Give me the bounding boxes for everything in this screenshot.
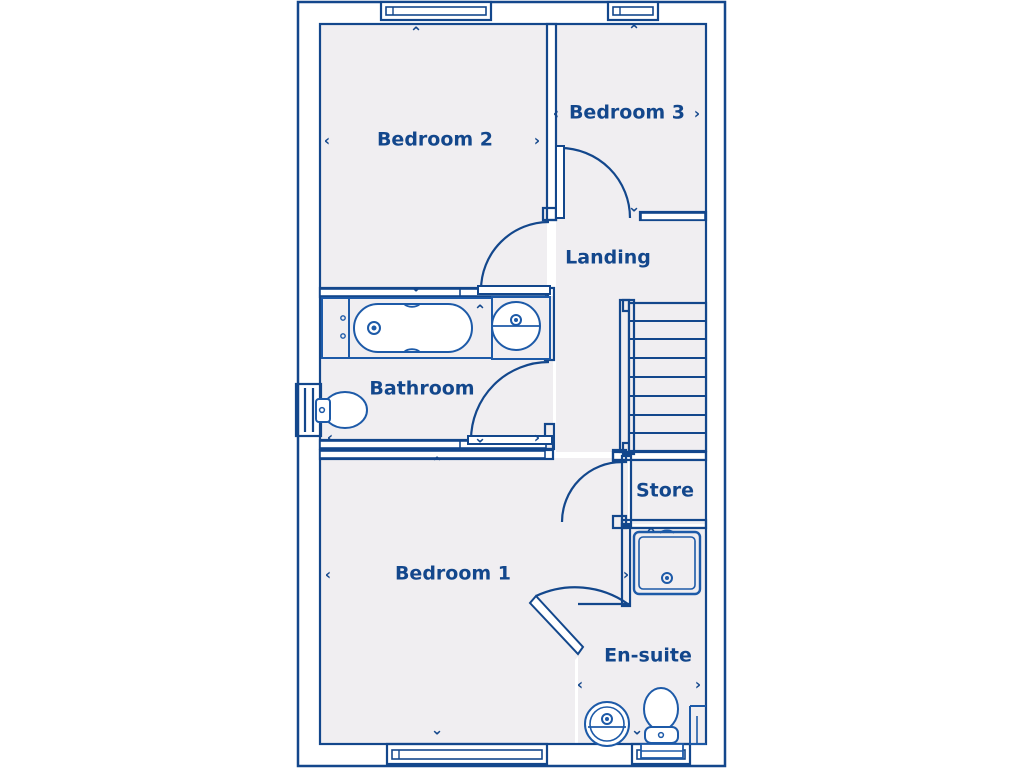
door-bathroom [467,360,553,445]
arrow-bed1-right: › [623,566,629,584]
staircase [627,301,708,453]
landing-floor [556,216,706,452]
window-top-left [379,0,493,22]
arrow-bed2-left: ‹ [324,132,330,150]
arrow-bed3-left: ‹ [553,105,559,123]
arrow-bath-left: ‹ [327,429,333,447]
room-label-bedroom2: Bedroom 2 [377,129,493,151]
arrow-bed2-down: ⌄ [410,278,423,296]
arrow-bath-right: › [534,429,540,447]
arrow-bed1-left: ‹ [325,566,331,584]
room-label-ensuite: En-suite [604,645,692,667]
bath-basin [491,296,551,360]
room-label-store: Store [636,480,694,502]
doors-group [467,145,632,656]
arrow-bed1-up: ⌃ [431,454,444,472]
bedroom1-floor [320,458,628,744]
ensuite-fixtures [584,529,706,759]
ensuite-shower [632,529,702,596]
door-store [560,460,623,523]
room-label-bedroom3: Bedroom 3 [569,102,685,124]
arrow-bed3-right: › [694,105,700,123]
bath-toilet [315,391,368,429]
arrow-bed2-up: ⌃ [410,24,423,42]
window-bottom-left [385,742,549,766]
door-bedroom1 [528,586,629,656]
arrow-bed1-down: ⌄ [431,721,444,739]
ensuite-corner-detail [689,705,706,745]
arrow-bath-up: ⌃ [474,302,487,320]
arrow-bed2-right: › [534,132,540,150]
ensuite-toilet [640,687,684,759]
bedroom2-floor [320,24,547,294]
room-label-landing: Landing [565,247,651,269]
door-bedroom2 [477,220,551,295]
arrow-ens-up: ⌃ [645,525,658,543]
arrow-bed3-down: ⌄ [628,198,641,216]
arrow-ens-left: ‹ [577,676,583,694]
room-labels: Bedroom 2 Bedroom 3 Landing Bathroom Sto… [369,102,694,667]
window-top-right [606,0,660,22]
room-label-bathroom: Bathroom [369,378,474,400]
ensuite-basin [584,701,630,747]
bathroom-fixtures [315,296,551,429]
arrow-bath-down: ⌄ [474,429,487,447]
arrow-ens-down: ⌄ [631,721,644,739]
store-floor [630,458,706,524]
room-label-bedroom1: Bedroom 1 [395,563,511,585]
arrow-bed3-up: ⌃ [628,22,641,40]
dimension-arrows: ⌃ ‹ › ⌄ ⌃ ‹ › ⌄ ⌃ ‹ › ⌄ ⌃ ‹ › ⌄ ⌃ ‹ › ⌄ [324,22,701,739]
door-bedroom3 [555,145,632,219]
arrow-ens-right: › [695,676,701,694]
bath-tub [340,303,473,353]
bedroom3-floor [556,24,706,216]
